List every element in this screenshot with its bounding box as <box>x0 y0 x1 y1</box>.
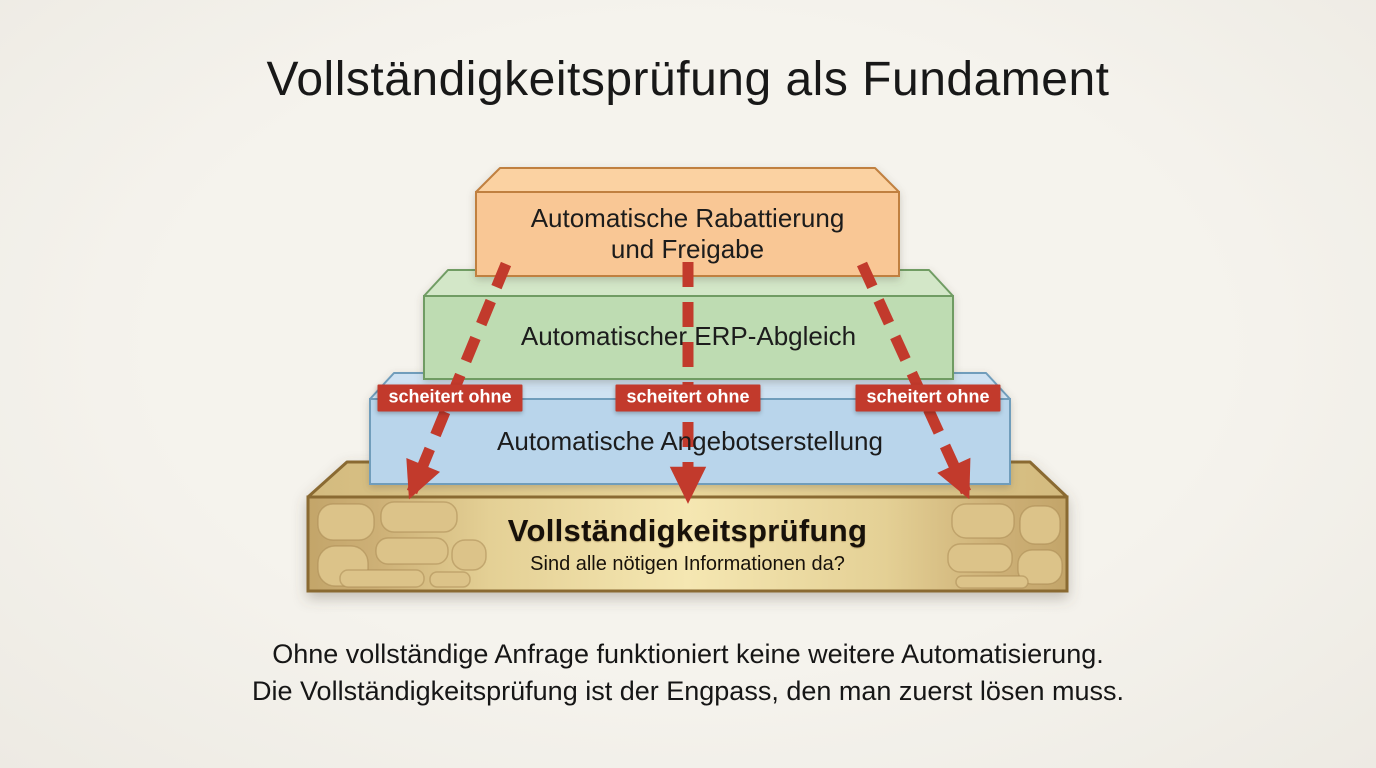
label-erp-abgleich: Automatischer ERP-Abgleich <box>424 294 953 378</box>
dependency-arrows <box>406 261 972 504</box>
fail-badge-right: scheitert ohne <box>855 384 1001 412</box>
orange-top-face <box>475 167 900 193</box>
conclusion-line2: Die Vollständigkeitsprüfung ist der Engp… <box>252 676 1124 706</box>
arrow-right <box>856 261 972 500</box>
stone-texture <box>317 501 487 588</box>
label-erp-abgleich-text: Automatischer ERP-Abgleich <box>520 320 857 351</box>
layer-rabattierung <box>475 167 900 277</box>
foundation-subtitle: Sind alle nötigen Informationen da? <box>530 552 845 575</box>
label-rabattierung-line1: Automatische Rabattierung <box>530 203 845 234</box>
fail-badge-left: scheitert ohne <box>377 384 523 412</box>
conclusion-text: Ohne vollständige Anfrage funktioniert k… <box>0 636 1376 710</box>
foundation-label: Vollständigkeitsprüfung Sind alle nötige… <box>308 497 1067 591</box>
foundation-layer <box>306 460 1069 593</box>
page-title: Vollständigkeitsprüfung als Fundament <box>266 53 1110 106</box>
label-angebotserstellung: Automatische Angebotserstellung <box>370 398 1010 484</box>
label-rabattierung-line2: und Freigabe <box>610 234 765 264</box>
conclusion-line1: Ohne vollständige Anfrage funktioniert k… <box>272 639 1104 669</box>
label-rabattierung: Automatische Rabattierung und Freigabe <box>476 192 899 276</box>
label-angebotserstellung-text: Automatische Angebotserstellung <box>497 425 883 456</box>
fail-badge-center: scheitert ohne <box>615 384 761 412</box>
arrow-left <box>406 261 512 500</box>
stone-texture <box>947 503 1063 589</box>
foundation-title: Vollständigkeitsprüfung <box>507 512 868 548</box>
